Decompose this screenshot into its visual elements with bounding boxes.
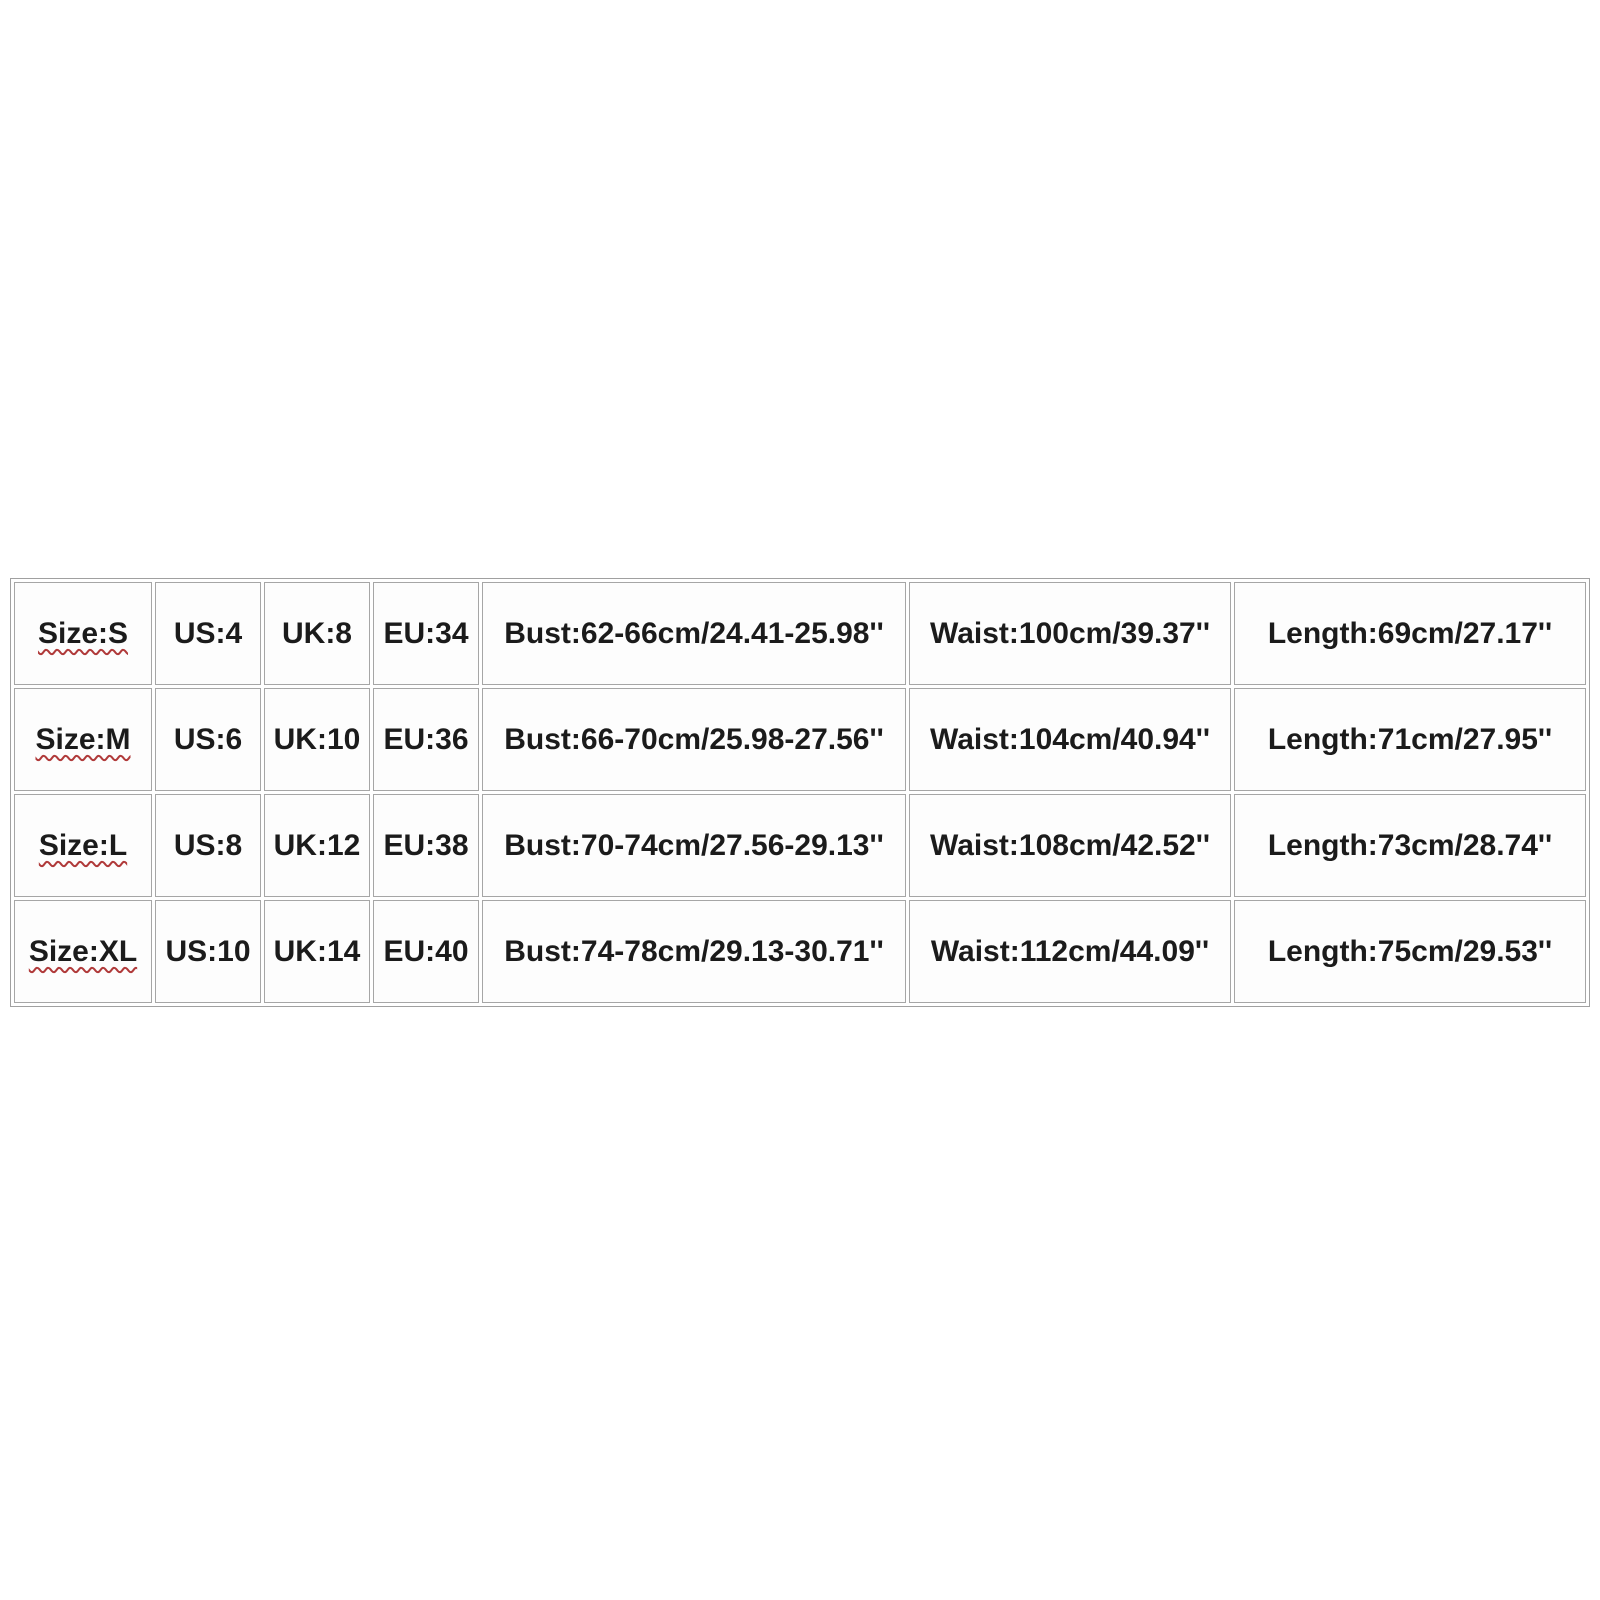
cell-eu: EU:36 xyxy=(373,688,479,791)
cell-uk: UK:10 xyxy=(264,688,370,791)
eu-size-label: EU:40 xyxy=(383,934,469,968)
cell-length: Length:73cm/28.74'' xyxy=(1234,794,1586,897)
cell-us: US:8 xyxy=(155,794,261,897)
cell-length: Length:71cm/27.95'' xyxy=(1234,688,1586,791)
cell-waist: Waist:104cm/40.94'' xyxy=(909,688,1231,791)
cell-eu: EU:40 xyxy=(373,900,479,1003)
table-row-size-m: Size:M US:6 UK:10 EU:36 Bust:66-70cm/25.… xyxy=(14,688,1586,791)
size-label: Size:S xyxy=(37,616,129,650)
eu-size-label: EU:36 xyxy=(383,722,469,756)
size-label: Size:XL xyxy=(28,934,138,968)
waist-measurement: Waist:108cm/42.52'' xyxy=(930,828,1210,862)
cell-uk: UK:12 xyxy=(264,794,370,897)
cell-length: Length:69cm/27.17'' xyxy=(1234,582,1586,685)
waist-measurement: Waist:112cm/44.09'' xyxy=(930,934,1210,968)
cell-waist: Waist:100cm/39.37'' xyxy=(909,582,1231,685)
eu-size-label: EU:34 xyxy=(383,616,469,650)
length-measurement: Length:75cm/29.53'' xyxy=(1267,934,1553,968)
us-size-label: US:6 xyxy=(173,722,243,756)
cell-waist: Waist:108cm/42.52'' xyxy=(909,794,1231,897)
cell-bust: Bust:74-78cm/29.13-30.71'' xyxy=(482,900,906,1003)
waist-measurement: Waist:104cm/40.94'' xyxy=(930,722,1210,756)
bust-measurement: Bust:70-74cm/27.56-29.13'' xyxy=(504,828,884,862)
uk-size-label: UK:12 xyxy=(273,828,361,862)
size-chart-table: Size:S US:4 UK:8 EU:34 Bust:62-66cm/24.4… xyxy=(10,578,1590,1007)
length-measurement: Length:73cm/28.74'' xyxy=(1267,828,1553,862)
cell-us: US:10 xyxy=(155,900,261,1003)
cell-size: Size:XL xyxy=(14,900,152,1003)
table-row-size-xl: Size:XL US:10 UK:14 EU:40 Bust:74-78cm/2… xyxy=(14,900,1586,1003)
cell-size: Size:M xyxy=(14,688,152,791)
table-row-size-l: Size:L US:8 UK:12 EU:38 Bust:70-74cm/27.… xyxy=(14,794,1586,897)
cell-size: Size:S xyxy=(14,582,152,685)
us-size-label: US:4 xyxy=(173,616,243,650)
size-label: Size:L xyxy=(38,828,128,862)
cell-length: Length:75cm/29.53'' xyxy=(1234,900,1586,1003)
cell-eu: EU:38 xyxy=(373,794,479,897)
cell-eu: EU:34 xyxy=(373,582,479,685)
us-size-label: US:10 xyxy=(165,934,251,968)
cell-waist: Waist:112cm/44.09'' xyxy=(909,900,1231,1003)
table-row-size-s: Size:S US:4 UK:8 EU:34 Bust:62-66cm/24.4… xyxy=(14,582,1586,685)
eu-size-label: EU:38 xyxy=(383,828,469,862)
cell-size: Size:L xyxy=(14,794,152,897)
bust-measurement: Bust:62-66cm/24.41-25.98'' xyxy=(504,616,884,650)
uk-size-label: UK:10 xyxy=(273,722,361,756)
cell-us: US:4 xyxy=(155,582,261,685)
waist-measurement: Waist:100cm/39.37'' xyxy=(930,616,1210,650)
length-measurement: Length:69cm/27.17'' xyxy=(1267,616,1553,650)
cell-uk: UK:14 xyxy=(264,900,370,1003)
cell-bust: Bust:66-70cm/25.98-27.56'' xyxy=(482,688,906,791)
us-size-label: US:8 xyxy=(173,828,243,862)
length-measurement: Length:71cm/27.95'' xyxy=(1267,722,1553,756)
cell-bust: Bust:70-74cm/27.56-29.13'' xyxy=(482,794,906,897)
cell-us: US:6 xyxy=(155,688,261,791)
uk-size-label: UK:14 xyxy=(273,934,361,968)
uk-size-label: UK:8 xyxy=(281,616,352,650)
bust-measurement: Bust:74-78cm/29.13-30.71'' xyxy=(504,934,884,968)
cell-bust: Bust:62-66cm/24.41-25.98'' xyxy=(482,582,906,685)
cell-uk: UK:8 xyxy=(264,582,370,685)
size-label: Size:M xyxy=(35,722,131,756)
bust-measurement: Bust:66-70cm/25.98-27.56'' xyxy=(504,722,884,756)
